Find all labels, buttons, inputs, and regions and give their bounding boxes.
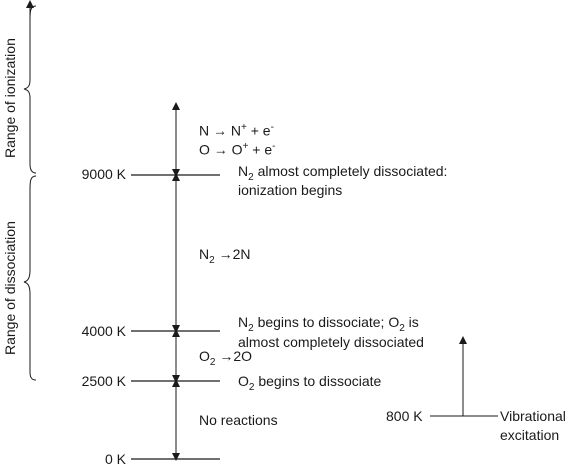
- annotation-4000-line2: almost completely dissociated: [238, 334, 424, 350]
- vibration-label-line2: excitation: [500, 427, 560, 443]
- annotation-9000-line1: N2 almost completely dissociated:: [238, 163, 448, 183]
- annotation-4000-line1: N2 begins to dissociate; O2 is: [238, 314, 419, 334]
- reaction-o-ionization: O → O+ + e-: [199, 141, 276, 158]
- level-label-4000: 4000 K: [81, 323, 126, 339]
- level-label-2500: 2500 K: [81, 373, 126, 389]
- annotation-9000-line2: ionization begins: [238, 182, 343, 198]
- ionization-brace: [23, 5, 37, 174]
- label-no-reactions: No reactions: [199, 412, 278, 428]
- level-label-9000: 9000 K: [81, 166, 126, 182]
- vibration-label-line1: Vibrational: [500, 408, 566, 424]
- reaction-n-ionization: N → N+ + e-: [199, 122, 274, 139]
- reaction-o2-dissociation: O2 →2O: [199, 348, 253, 368]
- label-range-dissociation: Range of dissociation: [2, 221, 18, 355]
- dissociation-brace: [23, 175, 37, 381]
- annotation-2500: O2 begins to dissociate: [238, 373, 382, 393]
- vibration-temp-label: 800 K: [386, 408, 423, 424]
- level-label-0: 0 K: [104, 451, 126, 467]
- reaction-n2-dissociation: N2 →2N: [199, 246, 251, 266]
- label-range-ionization: Range of ionization: [2, 38, 18, 158]
